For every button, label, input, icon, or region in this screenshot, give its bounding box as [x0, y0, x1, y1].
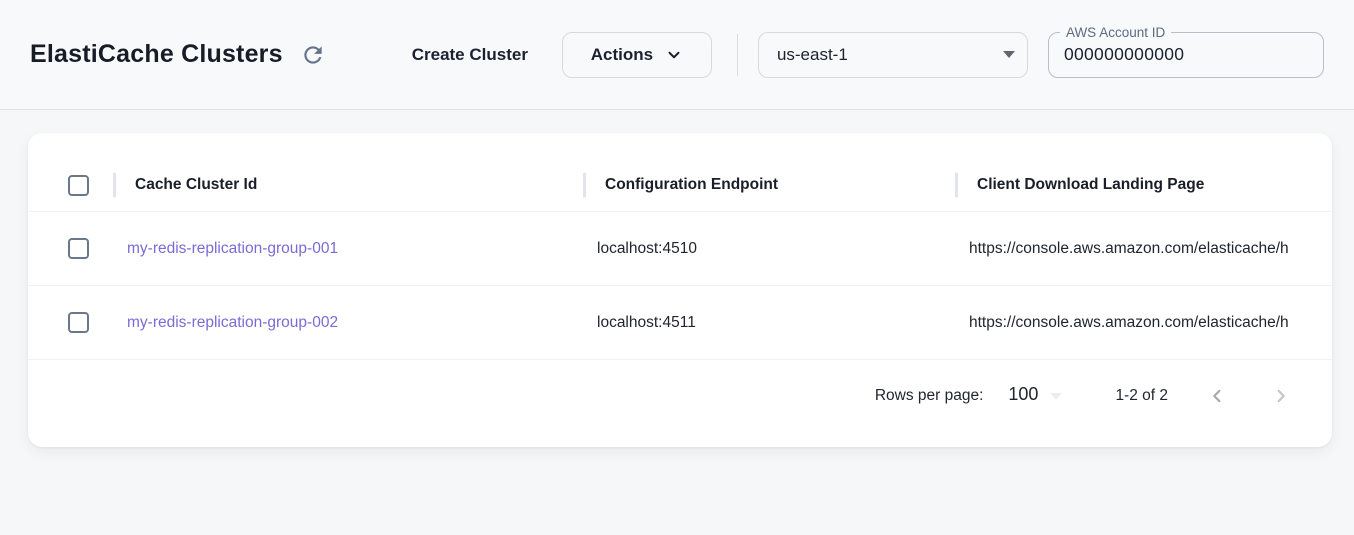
- row-checkbox[interactable]: [68, 238, 89, 259]
- cluster-link[interactable]: my-redis-replication-group-002: [127, 313, 339, 331]
- cell-cache-cluster-id: my-redis-replication-group-002: [113, 286, 583, 359]
- column-header-cache-cluster-id[interactable]: Cache Cluster Id: [113, 159, 583, 211]
- previous-page-button[interactable]: [1202, 381, 1232, 411]
- table-pagination: Rows per page: 100 1-2 of 2: [28, 359, 1332, 431]
- rows-per-page-label: Rows per page:: [874, 386, 984, 404]
- region-select[interactable]: us-east-1: [757, 31, 1028, 78]
- triangle-down-icon: [1002, 51, 1015, 58]
- header-checkbox-cell: [28, 159, 113, 211]
- column-header-configuration-endpoint[interactable]: Configuration Endpoint: [583, 159, 955, 211]
- app-header: ElastiCache Clusters Create Cluster Acti…: [0, 0, 1354, 110]
- title-group: ElastiCache Clusters: [30, 40, 328, 70]
- aws-account-id-field: AWS Account ID: [1047, 23, 1324, 78]
- table-header-row: Cache Cluster Id Configuration Endpoint …: [28, 159, 1332, 211]
- clusters-table-card: Cache Cluster Id Configuration Endpoint …: [28, 133, 1332, 447]
- page-title: ElastiCache Clusters: [30, 40, 283, 68]
- chevron-down-icon: [665, 46, 683, 64]
- cell-client-download-landing-page: https://console.aws.amazon.com/elasticac…: [969, 313, 1289, 331]
- cell-client-download-landing-page: https://console.aws.amazon.com/elasticac…: [969, 239, 1289, 257]
- create-cluster-button[interactable]: Create Cluster: [406, 35, 534, 75]
- column-separator: [583, 172, 586, 198]
- chevron-left-icon: [1206, 385, 1228, 407]
- header-divider: [736, 33, 738, 76]
- triangle-down-icon: [1050, 393, 1063, 400]
- next-page-button[interactable]: [1266, 381, 1296, 411]
- cell-configuration-endpoint: localhost:4511: [597, 313, 696, 331]
- refresh-icon: [300, 42, 326, 68]
- column-separator: [113, 172, 116, 198]
- column-header-client-download-landing-page[interactable]: Client Download Landing Page: [955, 159, 1332, 211]
- refresh-button[interactable]: [298, 40, 328, 70]
- cluster-link[interactable]: my-redis-replication-group-001: [127, 239, 339, 257]
- row-checkbox-cell: [28, 212, 113, 285]
- column-separator: [955, 172, 958, 198]
- rows-per-page-value: 100: [1008, 384, 1039, 404]
- row-checkbox-cell: [28, 286, 113, 359]
- cell-cache-cluster-id: my-redis-replication-group-001: [113, 212, 583, 285]
- actions-button[interactable]: Actions: [561, 31, 712, 78]
- region-select-value: us-east-1: [776, 44, 848, 64]
- table-row[interactable]: my-redis-replication-group-002 localhost…: [28, 285, 1332, 359]
- actions-button-label: Actions: [590, 44, 654, 64]
- cell-configuration-endpoint: localhost:4510: [597, 239, 697, 257]
- chevron-right-icon: [1270, 385, 1292, 407]
- row-checkbox[interactable]: [68, 312, 89, 333]
- pagination-range-label: 1-2 of 2: [1115, 386, 1168, 404]
- rows-per-page-select[interactable]: 100: [1008, 384, 1063, 407]
- select-all-checkbox[interactable]: [68, 174, 89, 196]
- main-content: Cache Cluster Id Configuration Endpoint …: [0, 133, 1354, 447]
- table-row[interactable]: my-redis-replication-group-001 localhost…: [28, 211, 1332, 285]
- aws-account-id-label: AWS Account ID: [1059, 23, 1172, 42]
